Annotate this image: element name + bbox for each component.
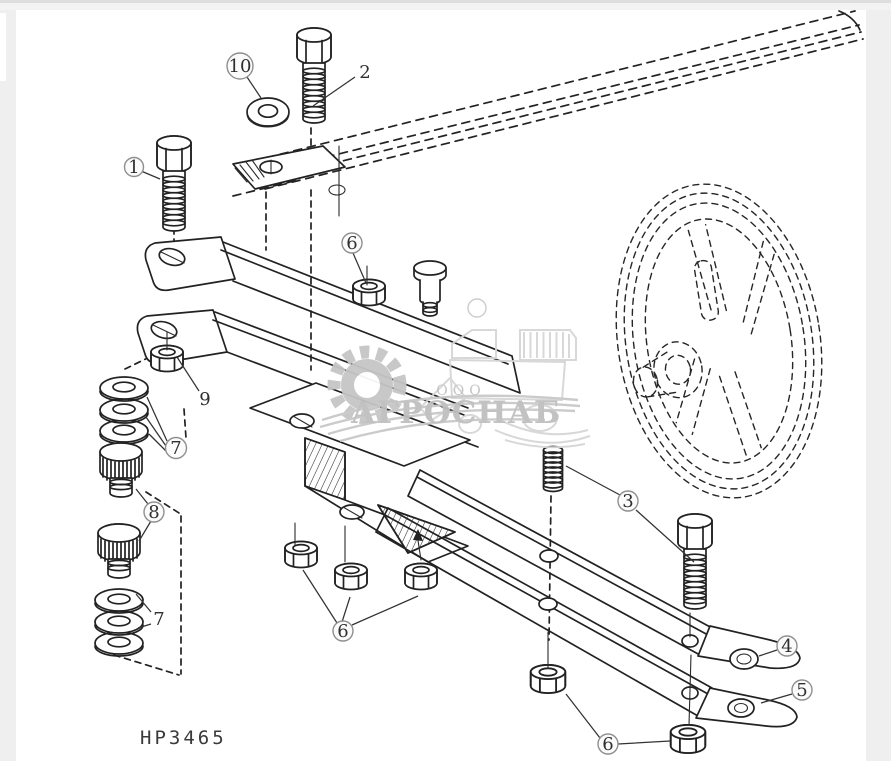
belt-bar-end-bracket <box>232 145 346 190</box>
callout-8: 8 <box>135 488 165 542</box>
hex-nut-6-c2 <box>334 562 368 591</box>
callout-7-lower-label: 7 <box>153 609 164 630</box>
hex-nut-6-r2 <box>669 724 707 754</box>
flat-washer-10 <box>246 97 290 128</box>
watermark-swoosh <box>319 394 581 443</box>
watermark-company-name: АГРОСНАБ <box>351 395 562 431</box>
callout-6-center: 6 <box>302 569 419 642</box>
callout-6-top-label: 6 <box>346 233 357 254</box>
callout-4-label: 4 <box>781 636 792 657</box>
callout-7-lower: 7 <box>135 593 165 630</box>
drive-pulley-phantom <box>615 183 823 499</box>
callout-4: 4 <box>758 635 798 657</box>
callout-9: 9 <box>176 356 211 410</box>
shoulder-bolt <box>413 260 447 317</box>
faded-callout-circle <box>467 298 487 318</box>
watermark-gear-icon <box>327 345 407 425</box>
hex-nut-6-c3 <box>404 562 438 591</box>
watermark-prefix: ООО <box>436 383 485 399</box>
callout-6-right: 6 <box>565 693 671 755</box>
callout-3: 3 <box>565 465 695 563</box>
washer-stack-upper <box>99 376 149 445</box>
nut-center-lines <box>166 265 692 726</box>
callouts-layer: 1 10 2 6 9 7 <box>123 52 813 755</box>
callout-8-label: 8 <box>148 502 159 523</box>
hex-nut-6-top <box>352 278 386 307</box>
callout-3-label: 3 <box>622 491 633 512</box>
callout-7-upper: 7 <box>145 396 188 460</box>
washer-stack-lower <box>94 588 144 657</box>
callout-10-label: 10 <box>229 56 252 77</box>
callout-6-top: 6 <box>341 232 367 284</box>
watermark: ООО АГРОСНАБ <box>319 329 591 449</box>
threaded-stud-3 <box>542 445 564 493</box>
callout-10: 10 <box>226 52 262 99</box>
callout-1-label: 1 <box>128 157 139 178</box>
callout-9-label: 9 <box>199 389 210 410</box>
callout-7-upper-label: 7 <box>170 438 181 459</box>
phantom-belt-bar <box>232 10 864 197</box>
callout-5: 5 <box>760 679 813 704</box>
callout-2: 2 <box>312 62 371 107</box>
hex-nut-6-c1 <box>284 540 318 569</box>
top-bar <box>0 0 891 10</box>
callout-2-label: 2 <box>359 62 370 83</box>
left-edge-tab <box>0 13 6 81</box>
lower-strap-4 <box>407 469 801 670</box>
part-number-label: HP3465 <box>140 727 227 749</box>
hex-nut-6-r1 <box>529 664 567 694</box>
callout-5-label: 5 <box>796 680 807 701</box>
callout-6-center-label: 6 <box>337 621 348 642</box>
callout-6-right-label: 6 <box>602 734 613 755</box>
watermark-harvester-icon <box>418 329 591 449</box>
callout-1: 1 <box>123 156 161 180</box>
